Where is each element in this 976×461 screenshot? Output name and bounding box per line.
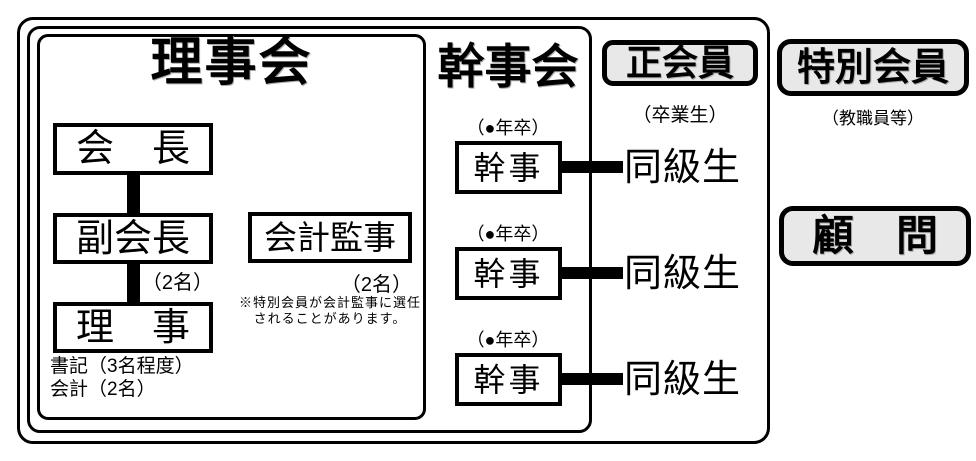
- secretary-box: 幹事: [455, 141, 562, 194]
- auditor-count: （2名）: [340, 274, 412, 296]
- advisor-badge: 顧 問: [779, 206, 971, 266]
- regular-member-badge: 正会員: [602, 40, 758, 86]
- special-member-label: 特別会員: [796, 46, 949, 89]
- regular-member-subtitle: （卒業生）: [632, 105, 728, 126]
- secretariat-region-border: [27, 26, 592, 433]
- auditor-footnote-line2: されることがあります。: [253, 311, 407, 326]
- secretary-label: 幹事: [473, 255, 544, 292]
- auditor-footnote-line1: ※特別会員が会計監事に選任: [238, 295, 421, 310]
- special-member-badge: 特別会員: [777, 39, 969, 96]
- secretary-box: 幹事: [455, 353, 562, 406]
- vice-president-count: （2名）: [141, 272, 213, 294]
- regular-member-label: 正会員: [625, 42, 734, 83]
- graduation-year-label: （●年卒）: [466, 224, 550, 244]
- classmates-label: 同級生: [624, 359, 742, 401]
- classmates-label: 同級生: [624, 147, 742, 189]
- connector-secretary-classmates: [559, 161, 623, 173]
- director-box: 理 事: [53, 302, 213, 353]
- secretary-box: 幹事: [455, 247, 562, 300]
- advisor-label: 顧 問: [811, 212, 938, 259]
- graduation-year-label: （●年卒）: [466, 330, 550, 350]
- president-box: 会 長: [53, 123, 213, 175]
- secretary-label: 幹事: [473, 149, 544, 186]
- board-title: 理事会: [150, 34, 313, 92]
- secretariat-title: 幹事会: [437, 40, 579, 93]
- connector-president-vicepresident: [127, 173, 140, 215]
- clerk-note: 書記（3名程度）: [50, 356, 194, 377]
- accountant-note: 会計（2名）: [50, 379, 156, 400]
- secretary-label: 幹事: [473, 361, 544, 398]
- special-member-subtitle: （教職員等）: [822, 109, 924, 128]
- regular-member-region-border: [17, 17, 770, 444]
- connector-vicepresident-director: [127, 262, 140, 304]
- auditor-box: 会計監事: [248, 212, 412, 263]
- vice-president-box: 副会長: [53, 213, 213, 264]
- connector-secretary-classmates: [559, 267, 623, 279]
- vice-president-label: 副会長: [75, 217, 190, 260]
- graduation-year-label: （●年卒）: [466, 118, 550, 138]
- connector-secretary-classmates: [559, 373, 623, 385]
- president-label: 会 長: [75, 128, 190, 170]
- classmates-label: 同級生: [624, 253, 742, 295]
- director-label: 理 事: [75, 306, 190, 349]
- auditor-label: 会計監事: [264, 219, 396, 256]
